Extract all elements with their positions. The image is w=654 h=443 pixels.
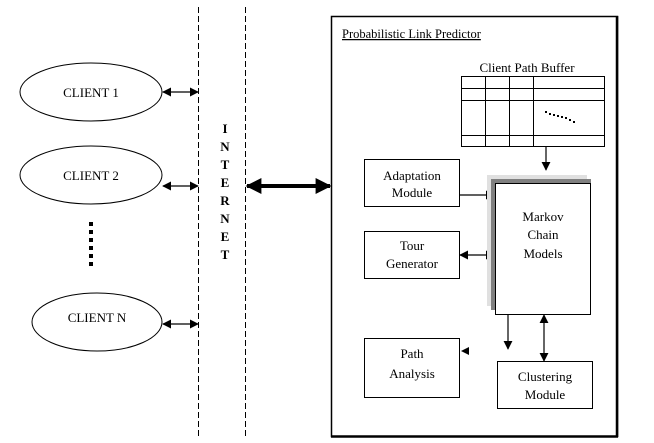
buffer-ellipsis-icon <box>545 111 575 123</box>
client-n-label: CLIENT N <box>68 310 127 325</box>
client-1-node: CLIENT 1 <box>19 62 163 122</box>
internet-letter: E <box>221 229 230 244</box>
path-analysis-label-line2: Analysis <box>389 366 435 381</box>
markov-label-line2: Chain <box>527 227 559 242</box>
internet-letter: E <box>221 175 230 190</box>
client-path-buffer-title: Client Path Buffer <box>479 60 575 75</box>
adaptation-module: Adaptation Module <box>364 159 460 207</box>
internet-letter: N <box>220 211 230 226</box>
vertical-ellipsis-icon <box>89 222 93 266</box>
adaptation-module-label-line1: Adaptation <box>383 168 441 183</box>
client-1-label: CLIENT 1 <box>63 85 119 100</box>
predictor-title: Probabilistic Link Predictor <box>342 27 482 41</box>
tour-generator-label-line1: Tour <box>400 238 425 253</box>
path-analysis-module: Path Analysis <box>364 338 460 398</box>
markov-chain-models: Markov Chain Models <box>487 175 591 315</box>
internet-letter: T <box>221 247 230 262</box>
clustering-label-line1: Clustering <box>518 369 573 384</box>
internet-letter: N <box>220 139 230 154</box>
internet-letter: T <box>221 157 230 172</box>
clustering-module: Clustering Module <box>497 361 593 409</box>
internet-letter: R <box>220 193 230 208</box>
tour-generator-module: Tour Generator <box>364 231 460 279</box>
internet-label: I N T E R N E T <box>220 121 230 262</box>
clustering-label-line2: Module <box>525 387 566 402</box>
tour-generator-label-line2: Generator <box>386 256 439 271</box>
client-path-buffer-table <box>461 76 605 147</box>
path-analysis-label-line1: Path <box>400 346 424 361</box>
client-2-node: CLIENT 2 <box>19 145 163 205</box>
markov-label-line3: Models <box>524 246 563 261</box>
internet-letter: I <box>222 121 227 136</box>
client-n-node: CLIENT N <box>31 292 163 352</box>
adaptation-module-label-line2: Module <box>392 185 433 200</box>
client-2-label: CLIENT 2 <box>63 168 119 183</box>
markov-label-line1: Markov <box>522 209 564 224</box>
path-analysis-arrowhead-icon <box>461 347 469 355</box>
